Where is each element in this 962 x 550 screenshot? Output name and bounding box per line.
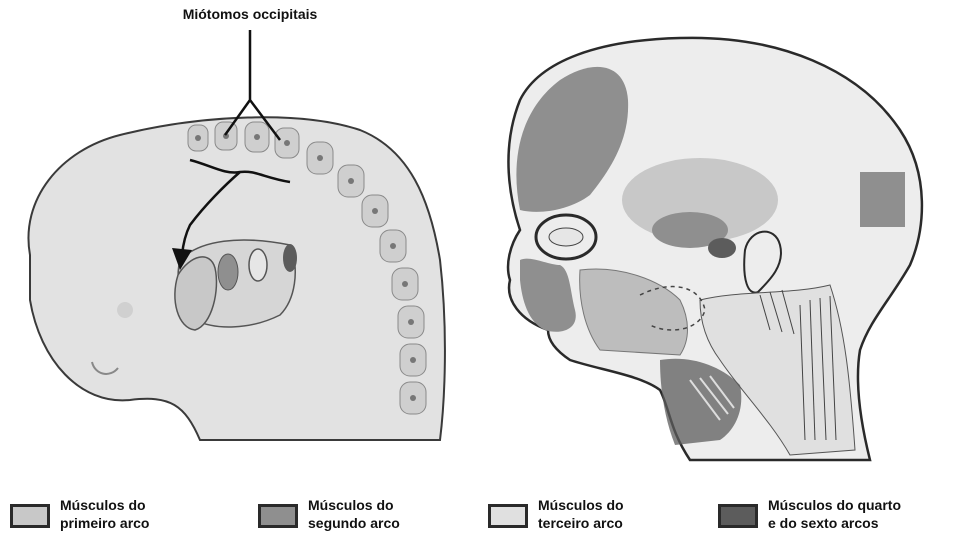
occipital-block [860,172,905,227]
legend-item-first-arch: Músculos do primeiro arco [10,496,210,532]
legend-item-third-arch: Músculos do terceiro arco [488,496,688,532]
legend-text: Músculos do quarto e do sexto arcos [768,496,958,532]
third-arch-swatch [488,504,528,528]
fourth-sixth-arch-swatch [718,504,758,528]
legend-line: primeiro arco [60,514,210,532]
second-arch-swatch [258,504,298,528]
legend-line: e do sexto arcos [768,514,958,532]
occipital-myotomes-label: Miótomos occipitais [150,6,350,22]
legend-item-second-arch: Músculos do segundo arco [258,496,458,532]
legend-line: Músculos do quarto [768,496,958,514]
third-arch [249,249,267,281]
legend-text: Músculos do segundo arco [308,496,458,532]
ear-dot [708,238,736,258]
legend-line: Músculos do [308,496,458,514]
legend-line: Músculos do [60,496,210,514]
embryo-illustration [28,30,444,440]
second-arch [218,254,238,290]
legend-line: terceiro arco [538,514,688,532]
legend-text: Músculos do terceiro arco [538,496,688,532]
fourth-sixth-arch [283,244,297,272]
legend: Músculos do primeiro arco Músculos do se… [0,496,962,544]
legend-text: Músculos do primeiro arco [60,496,210,532]
nasal-dot [117,302,133,318]
first-arch-swatch [10,504,50,528]
legend-line: segundo arco [308,514,458,532]
legend-item-fourth-sixth-arch: Músculos do quarto e do sexto arcos [718,496,958,532]
head-illustration [508,38,922,460]
eye [549,228,583,246]
legend-line: Músculos do [538,496,688,514]
